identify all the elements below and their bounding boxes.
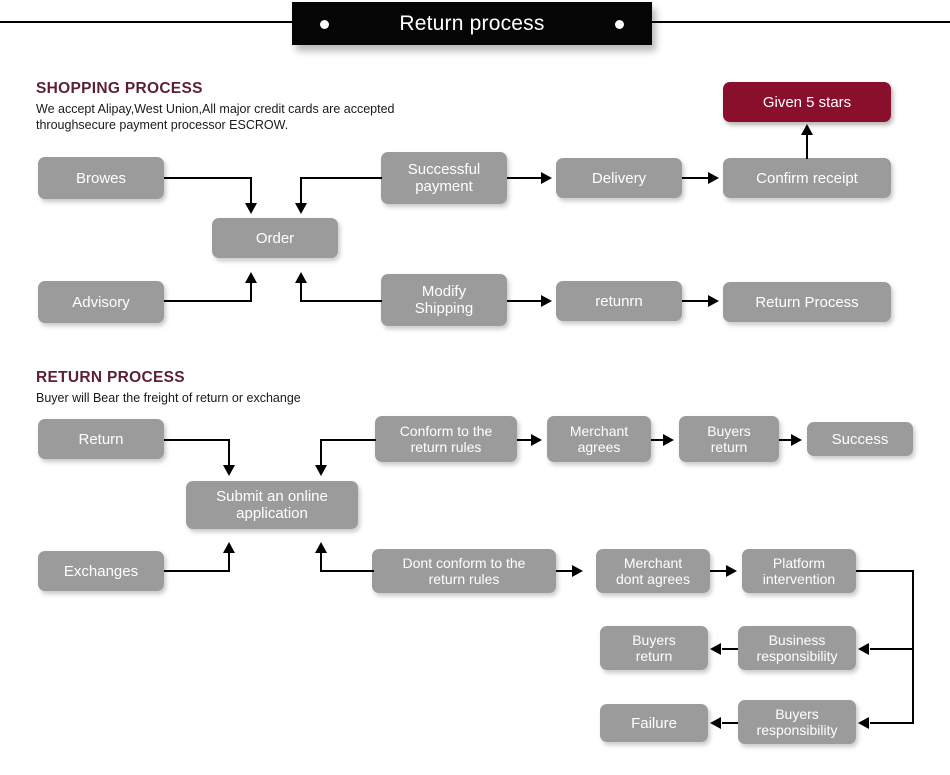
connector-browes-right xyxy=(164,177,252,179)
connector-browes-down xyxy=(250,177,252,205)
arrowhead-buyers-return-mid xyxy=(710,643,721,655)
connector-dontconform-up xyxy=(320,553,322,572)
arrowhead-submit-from-return xyxy=(223,465,235,476)
arrowhead-submit-from-conform xyxy=(315,465,327,476)
connector-confirm-stars xyxy=(806,134,808,159)
arrowhead-return-process xyxy=(708,295,719,307)
return-process-description: Buyer will Bear the freight of return or… xyxy=(36,391,301,405)
connector-payment-down xyxy=(300,177,302,205)
node-return[interactable]: Return xyxy=(38,419,164,459)
arrowhead-order-from-advisory xyxy=(245,272,257,283)
arrowhead-buyers-return-top xyxy=(663,434,674,446)
arrowhead-buyers-responsibility xyxy=(858,717,869,729)
arrowhead-failure xyxy=(710,717,721,729)
node-browes[interactable]: Browes xyxy=(38,157,164,199)
connector-conform-down xyxy=(320,439,322,467)
connector-dontconform-left xyxy=(320,570,374,572)
connector-merchant-platform xyxy=(710,570,728,572)
connector-payment-left xyxy=(300,177,382,179)
connector-return-down xyxy=(228,439,230,467)
page-title: Return process xyxy=(399,11,545,35)
node-failure[interactable]: Failure xyxy=(600,704,708,742)
arrowhead-retunrn xyxy=(541,295,552,307)
arrowhead-platform-intervention xyxy=(726,565,737,577)
node-successful-payment[interactable]: Successful payment xyxy=(381,152,507,204)
shopping-process-heading: SHOPPING PROCESS xyxy=(36,80,203,97)
node-confirm-receipt[interactable]: Confirm receipt xyxy=(723,158,891,198)
node-buyers-return-top[interactable]: Buyers return xyxy=(679,416,779,462)
banner-rule-left xyxy=(0,21,300,23)
connector-modify-up xyxy=(300,283,302,302)
node-buyers-return-mid[interactable]: Buyers return xyxy=(600,626,708,670)
connector-conform-merchant xyxy=(517,439,533,441)
arrowhead-into-order-left xyxy=(245,203,257,214)
node-conform-rules[interactable]: Conform to the return rules xyxy=(375,416,517,462)
shopping-process-description: We accept Alipay,West Union,All major cr… xyxy=(36,102,395,132)
node-platform-intervention[interactable]: Platform intervention xyxy=(742,549,856,593)
node-order[interactable]: Order xyxy=(212,218,338,258)
node-success[interactable]: Success xyxy=(807,422,913,456)
connector-conform-left xyxy=(320,439,376,441)
arrowhead-order-from-modify xyxy=(295,272,307,283)
connector-merchant-buyers xyxy=(651,439,665,441)
arrowhead-merchant-agrees xyxy=(531,434,542,446)
arrowhead-business-responsibility xyxy=(858,643,869,655)
node-given-5-stars[interactable]: Given 5 stars xyxy=(723,82,891,122)
return-process-heading: RETURN PROCESS xyxy=(36,369,185,386)
node-dont-conform-rules[interactable]: Dont conform to the return rules xyxy=(372,549,556,593)
arrowhead-merchant-dont-agrees xyxy=(572,565,583,577)
connector-modify-retunrn xyxy=(507,300,543,302)
node-submit-application[interactable]: Submit an online application xyxy=(186,481,358,529)
connector-retunrn-returnprocess xyxy=(682,300,710,302)
connector-bus-buyers-resp xyxy=(870,722,914,724)
node-modify-shipping[interactable]: Modify Shipping xyxy=(381,274,507,326)
connector-advisory-up xyxy=(250,283,252,302)
node-exchanges[interactable]: Exchanges xyxy=(38,551,164,591)
connector-payment-delivery xyxy=(507,177,543,179)
arrowhead-success xyxy=(791,434,802,446)
connector-buyersresp-failure xyxy=(722,722,738,724)
node-buyers-responsibility[interactable]: Buyers responsibility xyxy=(738,700,856,744)
arrowhead-confirm-receipt xyxy=(708,172,719,184)
node-merchant-agrees[interactable]: Merchant agrees xyxy=(547,416,651,462)
connector-platform-bus-top xyxy=(856,570,914,572)
connector-exchanges-up xyxy=(228,553,230,572)
connector-dontconform-merchant xyxy=(556,570,574,572)
node-return-process[interactable]: Return Process xyxy=(723,282,891,322)
connector-bus-business xyxy=(870,648,914,650)
node-business-responsibility[interactable]: Business responsibility xyxy=(738,626,856,670)
connector-business-buyersreturn xyxy=(722,648,738,650)
node-advisory[interactable]: Advisory xyxy=(38,281,164,323)
connector-buyers-success xyxy=(779,439,793,441)
node-retunrn[interactable]: retunrn xyxy=(556,281,682,321)
connector-advisory-right xyxy=(164,300,252,302)
node-merchant-dont-agrees[interactable]: Merchant dont agrees xyxy=(596,549,710,593)
arrowhead-given-5-stars xyxy=(801,124,813,135)
banner-dot-left-icon xyxy=(320,20,329,29)
arrowhead-submit-from-exchanges xyxy=(223,542,235,553)
connector-delivery-confirm xyxy=(682,177,710,179)
page-banner: Return process xyxy=(292,2,652,45)
arrowhead-into-order-right xyxy=(295,203,307,214)
connector-exchanges-right xyxy=(164,570,230,572)
arrowhead-submit-from-dontconform xyxy=(315,542,327,553)
connector-right-bus xyxy=(912,570,914,724)
node-delivery[interactable]: Delivery xyxy=(556,158,682,198)
banner-dot-right-icon xyxy=(615,20,624,29)
connector-modify-left xyxy=(300,300,382,302)
banner-rule-right xyxy=(650,21,950,23)
connector-return-right xyxy=(164,439,230,441)
arrowhead-delivery xyxy=(541,172,552,184)
